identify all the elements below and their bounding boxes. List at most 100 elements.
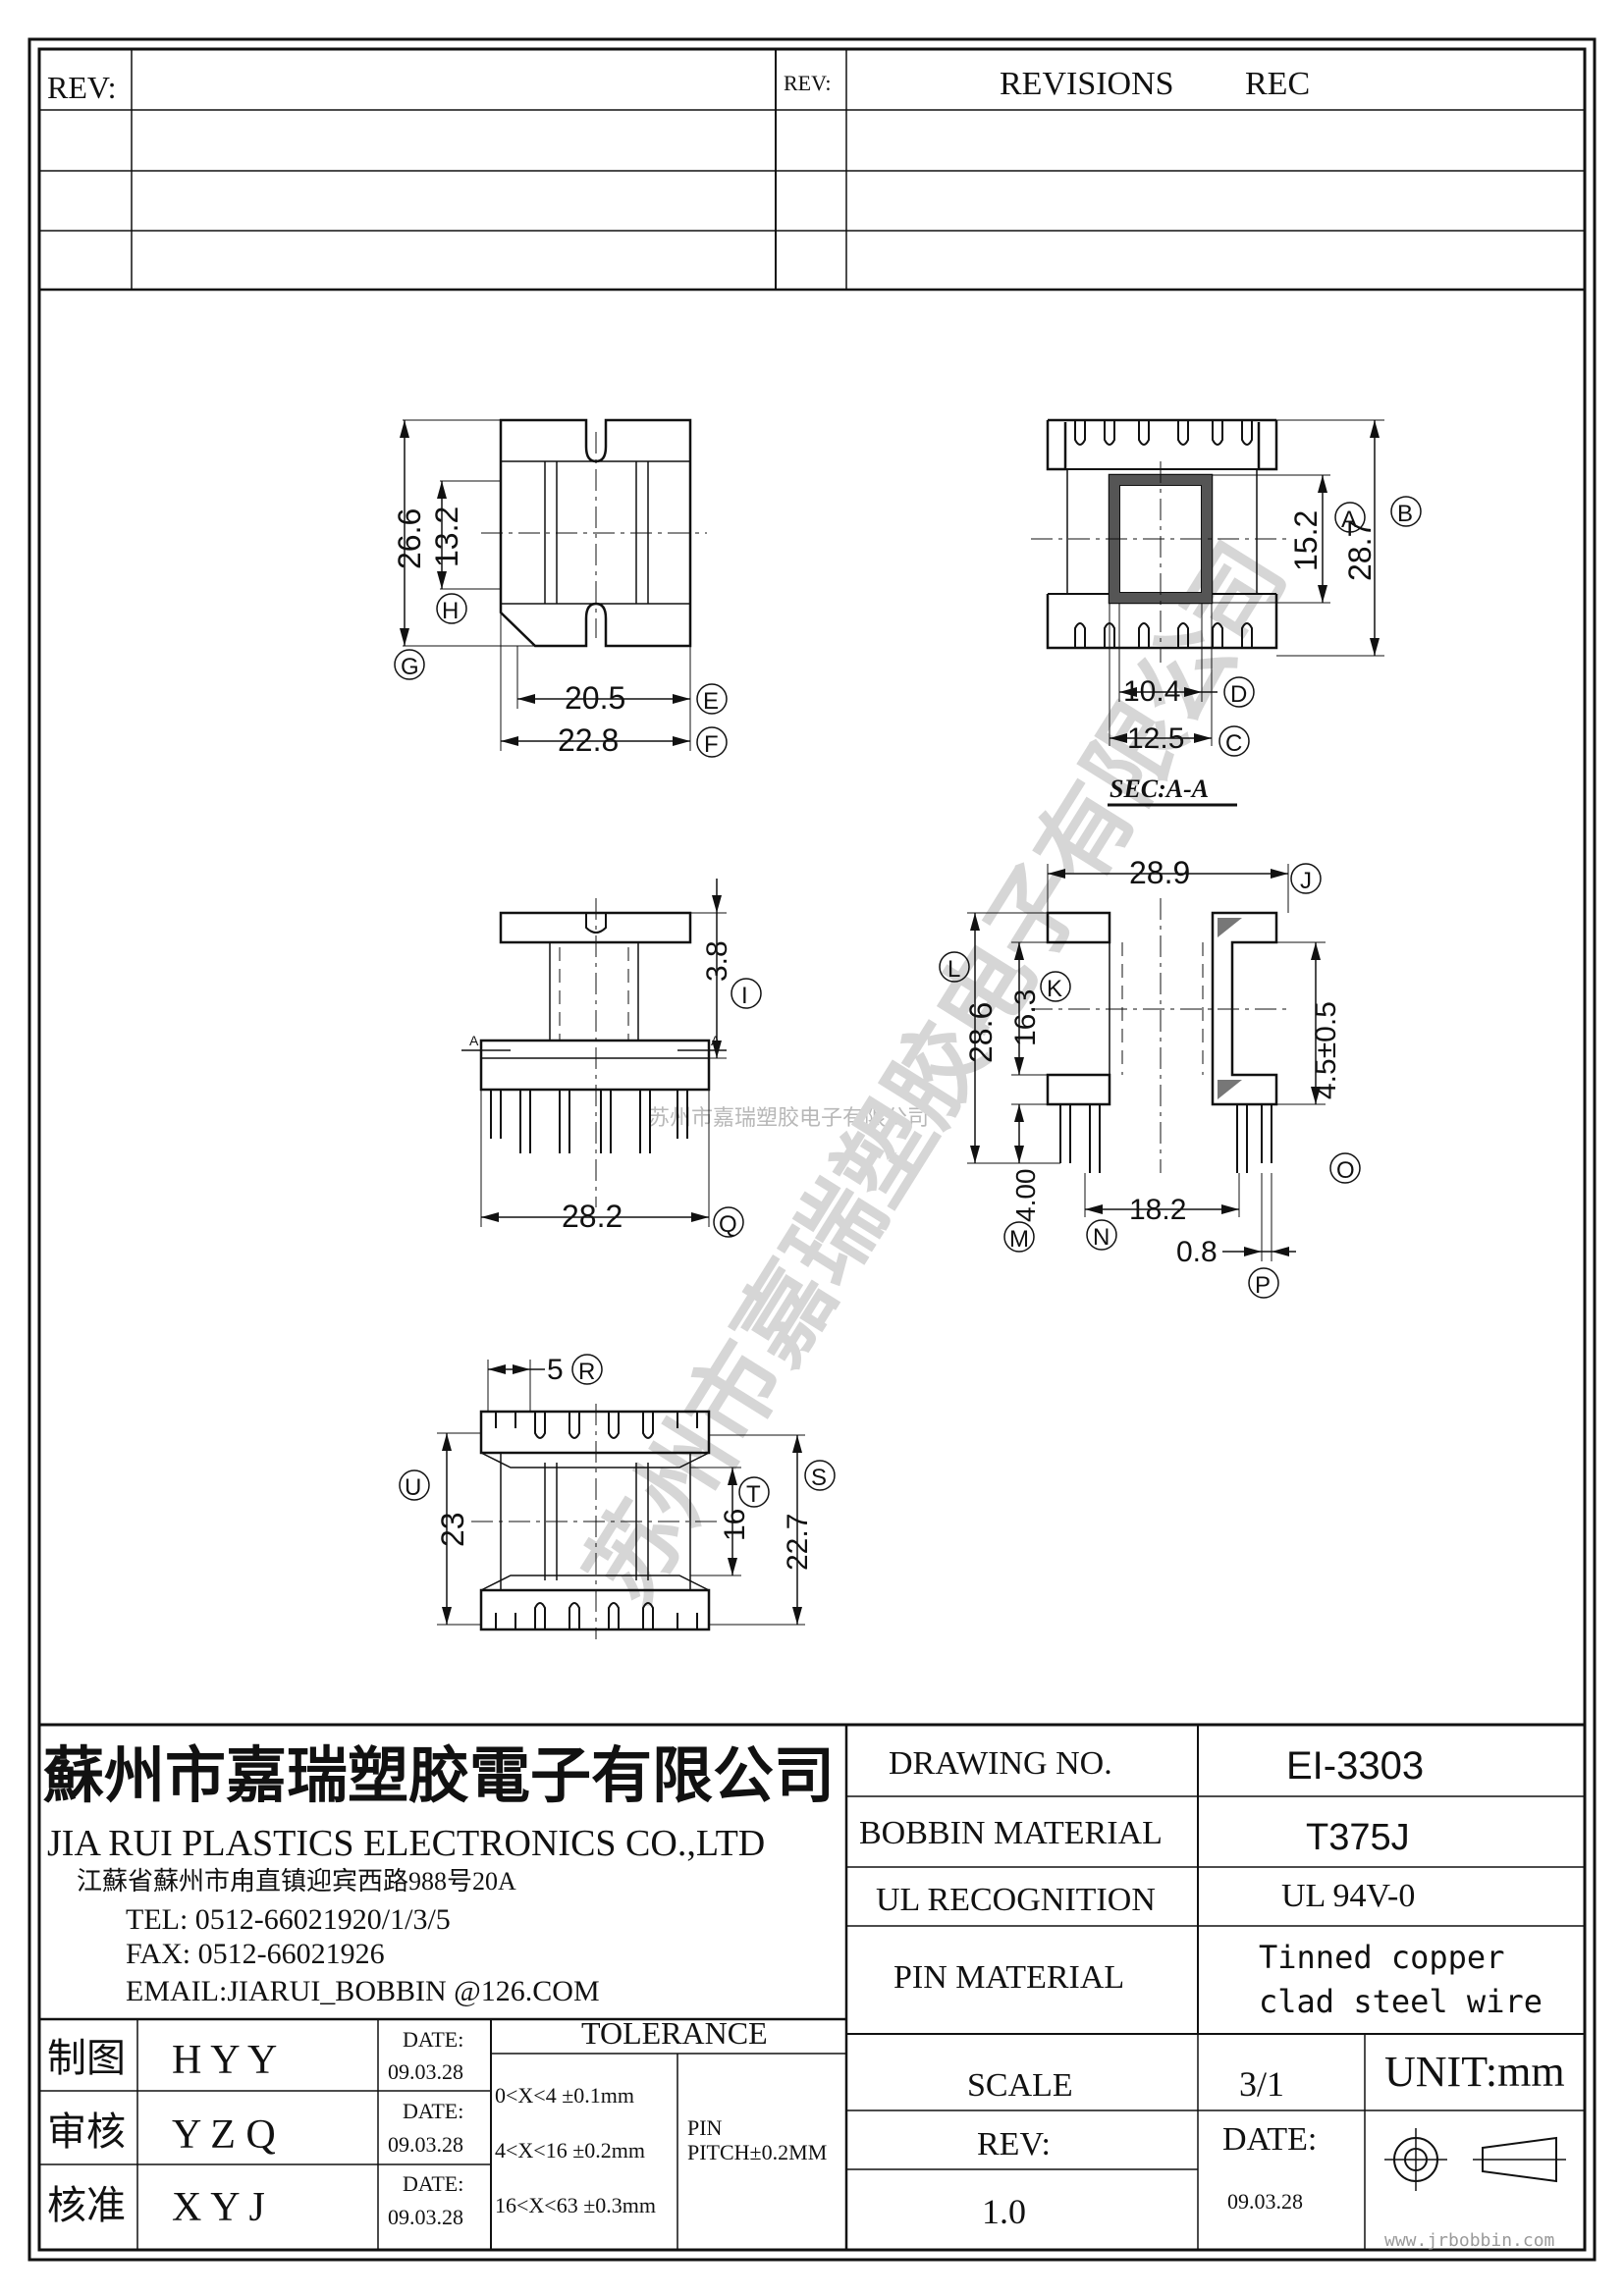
marker-a: A: [1341, 507, 1357, 533]
company-name-cn: 蘇州市嘉瑞塑胶電子有限公司: [43, 1742, 835, 1810]
marker-c: C: [1225, 730, 1242, 757]
company-address: 江蘇省蘇州市甪直镇迎宾西路988号20A: [77, 1867, 516, 1896]
drawing-no-label: DRAWING NO.: [889, 1745, 1112, 1782]
dim-15-2: 15.2: [1288, 510, 1324, 571]
marker-l: L: [947, 956, 960, 983]
dim-26-6: 26.6: [392, 508, 427, 569]
dim-12-5: 12.5: [1127, 722, 1184, 755]
dim-18-2: 18.2: [1129, 1194, 1186, 1226]
signoff-name-approve: X Y J: [172, 2185, 265, 2230]
tolerance-row-2: 4<X<16 ±0.2mm: [495, 2138, 645, 2163]
drawing-no: EI-3303: [1286, 1744, 1424, 1788]
company-fax: FAX: 0512-66021926: [126, 1938, 385, 1970]
rec-label: REC: [1245, 66, 1310, 102]
marker-g: G: [401, 654, 419, 680]
signoff-role-approve: 核准: [47, 2183, 126, 2227]
pin-material-line2: clad steel wire: [1259, 1983, 1543, 2020]
tolerance-row-3: 16<X<63 ±0.3mm: [495, 2193, 656, 2217]
dim-0-8: 0.8: [1176, 1236, 1218, 1268]
dim-22-8: 22.8: [558, 722, 619, 758]
signoff-role-review: 审核: [47, 2109, 126, 2154]
date-value: 09.03.28: [1227, 2189, 1303, 2214]
marker-t: T: [746, 1481, 761, 1508]
marker-o: O: [1336, 1157, 1355, 1184]
tolerance-title: TOLERANCE: [581, 2015, 768, 2051]
side-view: 28.9 J 28.6 L 16.3 K 4.5±0.5 O 4.00 M: [939, 855, 1361, 1299]
dim-3-8: 3.8: [701, 940, 733, 982]
company-name-en: JIA RUI PLASTICS ELECTRONICS CO.,LTD: [47, 1823, 765, 1864]
marker-j: J: [1300, 868, 1312, 894]
dim-20-5: 20.5: [565, 680, 625, 716]
dim-22-7: 22.7: [782, 1514, 814, 1571]
marker-r: R: [578, 1359, 595, 1385]
revisions-label: REVISIONS: [1000, 66, 1174, 102]
revision-block: REV: REV: REVISIONS REC: [37, 47, 1587, 292]
ul-label: UL RECOGNITION: [876, 1882, 1156, 1918]
ul-value: UL 94V-0: [1281, 1878, 1415, 1914]
marker-d: D: [1230, 681, 1247, 708]
pin-material-label: PIN MATERIAL: [893, 1959, 1124, 1996]
dim-28-6: 28.6: [963, 1002, 999, 1063]
dim-16-3: 16.3: [1009, 989, 1042, 1046]
signoff-date-label-approve: DATE:: [403, 2171, 463, 2196]
section-mark-left: A: [469, 1033, 479, 1048]
projection-symbol-icon: [1384, 2128, 1566, 2191]
marker-b: B: [1397, 501, 1413, 527]
dim-5: 5: [547, 1354, 564, 1386]
signoff-date-draw: 09.03.28: [388, 2059, 463, 2084]
dim-28-7: 28.7: [1342, 520, 1378, 581]
marker-k: K: [1047, 976, 1062, 1002]
dim-4-00: 4.00: [1010, 1169, 1041, 1223]
rev-value: 1.0: [982, 2192, 1026, 2231]
signoff-name-review: Y Z Q: [172, 2112, 276, 2158]
marker-f: F: [704, 731, 719, 758]
signoff-date-label-review: DATE:: [403, 2099, 463, 2123]
unit-label: UNIT:mm: [1384, 2048, 1565, 2096]
pin-material-line1: Tinned copper: [1259, 1939, 1504, 1976]
rev-label-right: REV:: [784, 71, 831, 95]
rev-label: REV:: [977, 2126, 1051, 2163]
marker-e: E: [703, 688, 719, 715]
marker-s: S: [811, 1465, 827, 1491]
company-tel: TEL: 0512-66021920/1/3/5: [126, 1903, 451, 1936]
title-block: 蘇州市嘉瑞塑胶電子有限公司 JIA RUI PLASTICS ELECTRONI…: [37, 1723, 1587, 2252]
company-email: EMAIL:JIARUI_BOBBIN @126.COM: [126, 1975, 600, 2007]
section-view: 15.2 A 28.7 B 10.4 D 12.5 C SEC:A-A: [1031, 418, 1422, 807]
dim-23: 23: [435, 1512, 470, 1547]
dim-10-4: 10.4: [1123, 675, 1180, 708]
scale-label: SCALE: [967, 2067, 1073, 2104]
footer-url: www.jrbobbin.com: [1384, 2230, 1554, 2251]
bottom-view: 5 R 23 U 16 T 22.7 S: [399, 1354, 836, 1639]
top-view: 26.6 13.2 G H 20.5 E 22.8 F: [392, 418, 728, 758]
dim-28-2: 28.2: [562, 1199, 623, 1234]
marker-i: I: [741, 983, 748, 1009]
dim-4-5: 4.5±0.5: [1310, 1001, 1342, 1099]
date-label: DATE:: [1222, 2121, 1317, 2158]
marker-p: P: [1255, 1272, 1271, 1299]
tolerance-pin-label: PIN: [687, 2115, 723, 2140]
marker-n: N: [1093, 1224, 1110, 1251]
signoff-date-approve: 09.03.28: [388, 2205, 463, 2229]
marker-u: U: [405, 1474, 421, 1501]
marker-h: H: [442, 598, 459, 624]
tolerance-pin-pitch: PITCH±0.2MM: [687, 2140, 827, 2164]
section-caption: SEC:A-A: [1110, 774, 1209, 803]
signoff-role-draw: 制图: [47, 2036, 126, 2080]
front-view: A A 3.8 I 28.2 Q: [461, 879, 762, 1238]
outer-border: [27, 37, 1597, 2262]
dim-13-2: 13.2: [429, 507, 464, 567]
bobbin-material-label: BOBBIN MATERIAL: [859, 1815, 1163, 1851]
watermark-line-text: 苏州市嘉瑞塑胶电子有限公司: [648, 1105, 929, 1130]
signoff-date-review: 09.03.28: [388, 2132, 463, 2157]
bobbin-material: T375J: [1306, 1817, 1410, 1858]
signoff-date-label-draw: DATE:: [403, 2027, 463, 2052]
dim-28-9: 28.9: [1129, 855, 1190, 890]
marker-m: M: [1009, 1226, 1029, 1253]
rev-label-left: REV:: [47, 70, 117, 105]
tolerance-row-1: 0<X<4 ±0.1mm: [495, 2083, 634, 2108]
dim-16: 16: [719, 1509, 751, 1541]
signoff-name-draw: H Y Y: [172, 2038, 277, 2083]
top-outline: [499, 418, 692, 648]
scale-value: 3/1: [1239, 2064, 1284, 2104]
